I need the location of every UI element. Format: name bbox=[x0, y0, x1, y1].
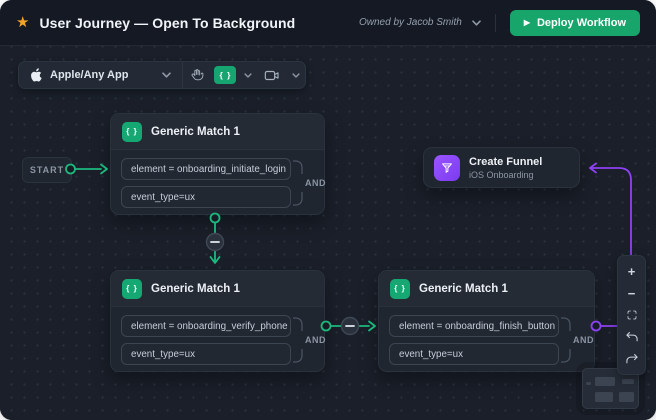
node-title: Generic Match 1 bbox=[419, 282, 508, 295]
deploy-workflow-button[interactable]: ▶ Deploy Workflow bbox=[509, 9, 640, 36]
record-tool-button[interactable] bbox=[257, 62, 287, 88]
remove-connector-button[interactable] bbox=[340, 316, 360, 336]
undo-icon bbox=[625, 332, 638, 342]
condition-pill[interactable]: event_type=ux bbox=[121, 186, 291, 208]
app-selector-label: Apple/Any App bbox=[50, 69, 129, 81]
fit-view-icon bbox=[627, 310, 636, 320]
and-operator: AND bbox=[561, 315, 594, 365]
node-header: { } Generic Match 1 bbox=[111, 114, 324, 150]
owner-label: Owned by Jacob Smith bbox=[358, 17, 462, 28]
chevron-down-icon bbox=[162, 72, 172, 78]
zoom-toolbar: + − bbox=[617, 255, 646, 375]
app-selector[interactable]: Apple/Any App bbox=[19, 62, 184, 88]
condition-pill[interactable]: element = onboarding_verify_phone bbox=[121, 315, 291, 337]
zoom-out-button[interactable]: − bbox=[627, 285, 636, 301]
start-node[interactable]: START bbox=[22, 157, 72, 183]
remove-connector-button[interactable] bbox=[205, 232, 225, 252]
arrow-left-icon bbox=[589, 162, 597, 174]
braces-badge-icon: { } bbox=[122, 121, 142, 142]
and-operator: AND bbox=[293, 315, 326, 365]
top-bar: ★ User Journey — Open To Background Owne… bbox=[0, 0, 656, 46]
hand-icon bbox=[191, 69, 204, 81]
condition-pill[interactable]: event_type=ux bbox=[389, 343, 559, 365]
and-label: AND bbox=[305, 178, 326, 188]
play-icon: ▶ bbox=[523, 17, 530, 27]
pan-tool-button[interactable] bbox=[183, 62, 211, 88]
match-tool-chevron[interactable] bbox=[239, 72, 257, 78]
and-bracket-icon bbox=[293, 160, 303, 206]
condition-pill[interactable]: event_type=ux bbox=[121, 343, 291, 365]
owner-chevron-down-icon[interactable] bbox=[472, 19, 481, 26]
minimap-node bbox=[619, 392, 634, 402]
chevron-down-icon bbox=[292, 72, 301, 78]
condition-pill[interactable]: element = onboarding_finish_button bbox=[389, 315, 559, 337]
funnel-icon bbox=[434, 154, 460, 181]
minimap-node bbox=[595, 377, 615, 386]
fit-view-button[interactable] bbox=[618, 305, 645, 325]
minimap-node bbox=[586, 382, 591, 385]
arrow-right-icon bbox=[368, 320, 376, 332]
undo-button[interactable] bbox=[618, 327, 645, 347]
canvas-toolbar: Apple/Any App { } bbox=[18, 61, 307, 89]
chevron-down-icon bbox=[244, 72, 253, 78]
match-tool-button[interactable]: { } bbox=[211, 62, 239, 88]
workflow-title: User Journey — Open To Background bbox=[39, 14, 296, 31]
node-header: { } Generic Match 1 bbox=[379, 271, 594, 307]
funnel-title: Create Funnel bbox=[469, 155, 543, 168]
and-label: AND bbox=[573, 335, 594, 345]
node-header: { } Generic Match 1 bbox=[111, 271, 324, 307]
condition-pill[interactable]: element = onboarding_initiate_login bbox=[121, 158, 291, 180]
funnel-subtitle: iOS Onboarding bbox=[469, 169, 534, 180]
workflow-canvas[interactable]: Apple/Any App { } bbox=[0, 46, 656, 420]
camera-icon bbox=[265, 70, 280, 80]
and-label: AND bbox=[305, 335, 326, 345]
header-divider bbox=[494, 13, 496, 32]
start-label: START bbox=[29, 165, 65, 175]
generic-match-node-1[interactable]: { } Generic Match 1 element = onboarding… bbox=[110, 113, 326, 215]
braces-icon: { } bbox=[214, 66, 237, 84]
braces-badge-icon: { } bbox=[122, 278, 142, 299]
and-bracket-icon bbox=[561, 317, 571, 363]
minimap-node bbox=[595, 392, 613, 402]
apple-icon bbox=[31, 68, 42, 82]
arrow-down-icon bbox=[209, 256, 221, 264]
record-tool-chevron[interactable] bbox=[287, 72, 305, 78]
and-operator: AND bbox=[293, 158, 326, 208]
minimap-node bbox=[622, 379, 634, 384]
braces-badge-icon: { } bbox=[390, 278, 410, 299]
arrow-right-icon bbox=[100, 163, 108, 175]
favorite-star-icon[interactable]: ★ bbox=[16, 14, 30, 31]
generic-match-node-3[interactable]: { } Generic Match 1 element = onboarding… bbox=[378, 270, 595, 372]
zoom-in-button[interactable]: + bbox=[627, 263, 636, 279]
node-title: Generic Match 1 bbox=[151, 125, 240, 138]
and-bracket-icon bbox=[293, 317, 303, 363]
node-title: Generic Match 1 bbox=[151, 282, 240, 295]
deploy-label: Deploy Workflow bbox=[536, 16, 626, 29]
redo-icon bbox=[625, 354, 638, 364]
generic-match-node-2[interactable]: { } Generic Match 1 element = onboarding… bbox=[110, 270, 326, 372]
create-funnel-node[interactable]: Create Funnel iOS Onboarding bbox=[423, 147, 580, 188]
redo-button[interactable] bbox=[618, 349, 645, 369]
